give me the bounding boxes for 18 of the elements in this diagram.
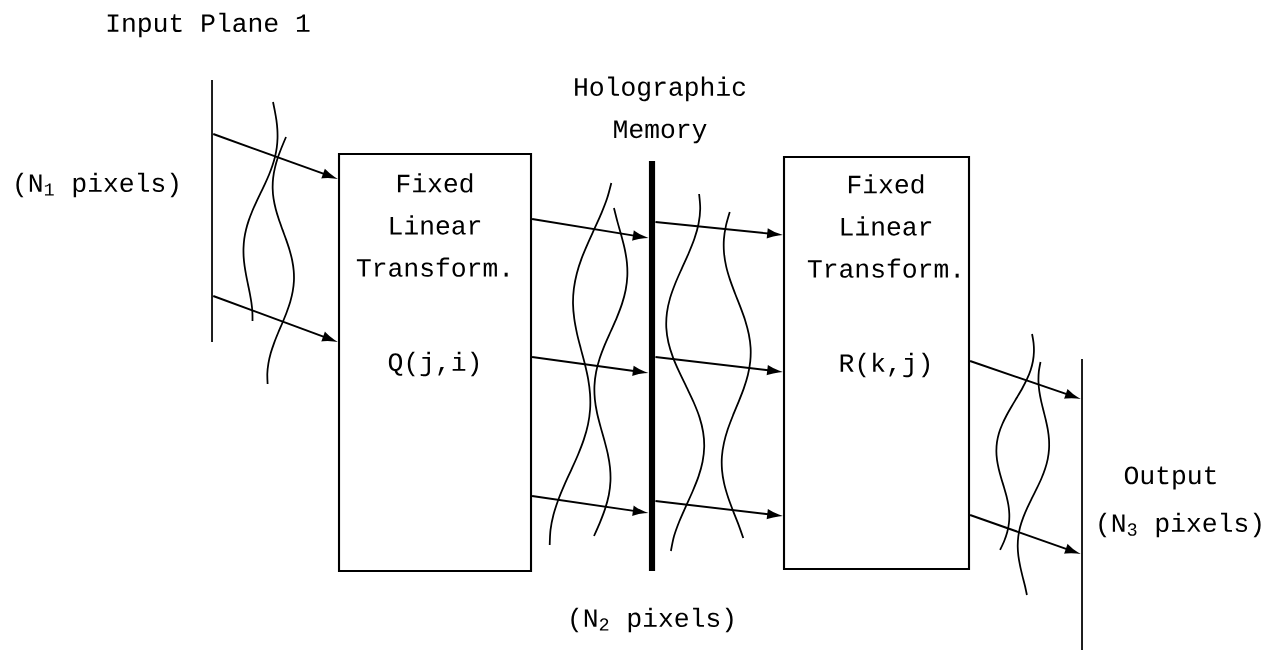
transform-box: Fixed Linear Transform. R(k,j) [782,155,971,571]
plane-label: Holographic Memory [575,76,746,144]
arrow [212,295,335,342]
pixel-count-label: (N$_{2}$ pixels) [571,607,733,633]
arrow [531,218,646,241]
arrow [969,360,1078,399]
arrow [531,495,646,516]
plane-label: Input Plane 1 [107,12,310,38]
arrow [531,356,646,376]
pixel-count-label: (N$_{1}$ pixels) [16,172,178,198]
arrow [654,221,780,239]
transform-box: Fixed Linear Transform. Q(j,i) [337,152,533,573]
arrow [212,133,335,179]
pixel-count-label: (N$_{3}$ pixels) [1099,512,1261,538]
arrow [969,514,1078,554]
arrow [654,500,780,519]
arrow [654,356,780,375]
plane-label: Output [1124,466,1216,490]
